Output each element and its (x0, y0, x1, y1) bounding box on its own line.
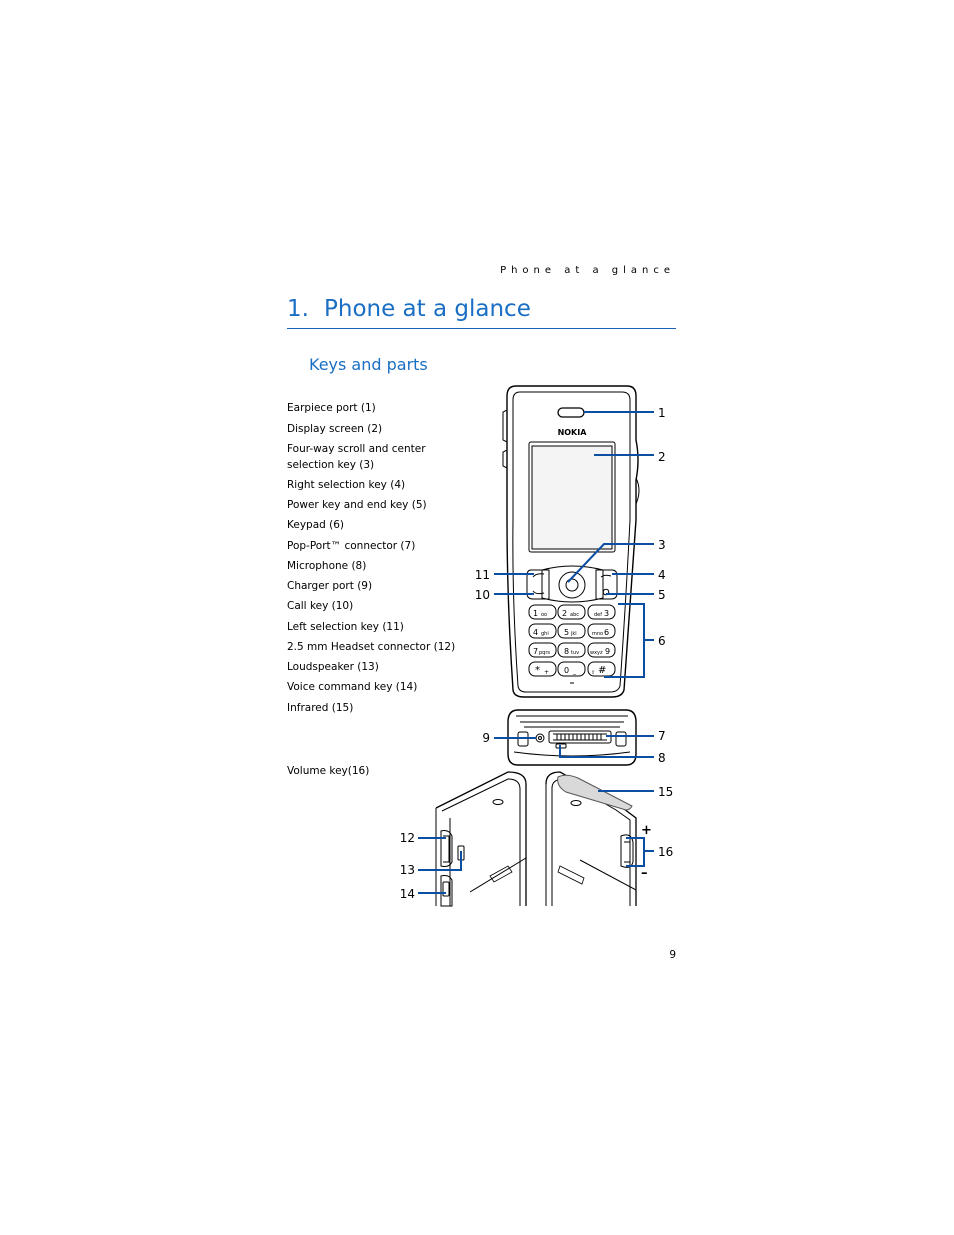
callout-15: 15 (658, 785, 673, 799)
key-letters: + (544, 669, 549, 676)
callout-13: 13 (400, 863, 415, 877)
chapter-title: Phone at a glance (324, 296, 531, 322)
key-digit: 1 (533, 609, 538, 618)
part-item: Left selection key (11) (287, 621, 404, 633)
callout-6: 6 (658, 634, 666, 648)
key-letters: ghi (541, 631, 549, 637)
part-item: Loudspeaker (13) (287, 661, 379, 673)
key-digit: 5 (564, 628, 569, 637)
callout-7: 7 (658, 729, 666, 743)
callout-3: 3 (658, 538, 666, 552)
part-item: Pop-Port™ connector (7) (287, 540, 416, 552)
callout-11: 11 (475, 568, 490, 582)
part-item: Voice command key (14) (287, 681, 418, 693)
phone-side-left-view (435, 771, 527, 907)
key-digit: # (598, 665, 606, 676)
callout-14: 14 (400, 887, 415, 901)
part-item: Four-way scroll and center (287, 443, 426, 455)
brand-logo: NOKIA (558, 428, 588, 437)
key-letters: tuv (571, 650, 579, 656)
key-digit: 6 (604, 628, 609, 637)
callout-10: 10 (475, 588, 490, 602)
key-letters: oo (541, 612, 547, 618)
key-letters: abc (570, 612, 579, 618)
section-heading: Keys and parts (309, 355, 428, 374)
callout-8: 8 (658, 751, 666, 765)
callout-9: 9 (482, 731, 490, 745)
keypad-labels: 1 oo 2 abc def 3 4 ghi 5 jkl mno 6 7 pqr… (533, 609, 610, 676)
part-item: Keypad (6) (287, 519, 345, 531)
phone-side-right-view (545, 771, 637, 906)
chapter-number: 1. (287, 296, 309, 322)
key-letters: ⇧ (591, 670, 595, 676)
key-letters: pqrs (539, 650, 550, 656)
part-item: Microphone (8) (287, 560, 367, 572)
volume-minus-symbol: – (641, 866, 648, 881)
running-header: Phone at a glance (500, 265, 675, 276)
callout-numbers: 1 2 3 4 5 6 7 8 9 10 11 12 13 14 15 16 +… (400, 406, 674, 901)
key-digit: 7 (533, 647, 538, 656)
callout-lines (418, 411, 654, 894)
part-item: Earpiece port (1) (287, 402, 376, 414)
key-letters: mno (592, 631, 603, 637)
key-digit: 8 (564, 647, 569, 656)
callout-1: 1 (658, 406, 666, 420)
key-digit: 9 (605, 647, 610, 656)
part-item: Power key and end key (5) (287, 499, 427, 511)
callout-5: 5 (658, 588, 666, 602)
key-letters: jkl (570, 631, 577, 637)
callout-2: 2 (658, 450, 666, 464)
part-item: Call key (10) (287, 600, 354, 612)
callout-12: 12 (400, 831, 415, 845)
key-digit: 0 (564, 666, 569, 675)
key-digit: 4 (533, 628, 538, 637)
key-letters: def (594, 612, 602, 618)
phone-bottom-view (507, 709, 637, 766)
part-item: Infrared (15) (287, 702, 354, 714)
key-letters: wxyz (590, 650, 603, 656)
part-item: Display screen (2) (287, 423, 383, 435)
part-item: Charger port (9) (287, 580, 373, 592)
callout-4: 4 (658, 568, 666, 582)
volume-plus-symbol: + (641, 823, 652, 838)
page-number: 9 (669, 949, 676, 961)
key-digit: * (535, 665, 540, 676)
part-item: 2.5 mm Headset connector (12) (287, 641, 456, 653)
callout-16: 16 (658, 845, 673, 859)
key-digit: 3 (604, 609, 609, 618)
part-item: Right selection key (4) (287, 479, 406, 491)
part-item: Volume key(16) (287, 765, 370, 777)
key-digit: 2 (562, 609, 567, 618)
phone-front-view (502, 385, 640, 698)
chapter-heading: 1. Phone at a glance (287, 296, 676, 329)
key-letters: _ (572, 668, 577, 675)
part-item: selection key (3) (287, 459, 375, 471)
